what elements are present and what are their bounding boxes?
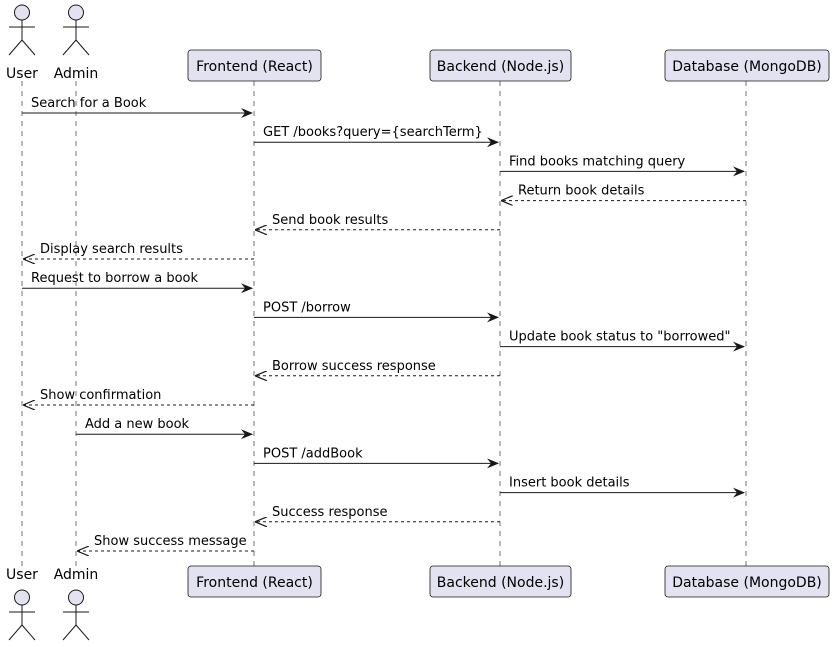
message-label: Add a new book xyxy=(85,417,190,432)
actor-leg-left xyxy=(8,624,23,641)
actor-user-top xyxy=(8,4,36,56)
message-14: Insert book details xyxy=(500,476,745,498)
message-6: Display search results xyxy=(24,242,254,259)
participant-label-database-top: Database (MongoDB) xyxy=(672,59,822,75)
message-label: Show success message xyxy=(94,534,247,549)
participant-label-user-bottom: User xyxy=(6,567,38,583)
message-label: Search for a Book xyxy=(31,96,147,111)
participant-box-database-bottom: Database (MongoDB) xyxy=(664,565,830,598)
message-13: POST /addBook xyxy=(254,446,499,469)
message-15: Success response xyxy=(256,505,500,522)
actor-admin-bottom xyxy=(62,589,90,641)
participant-label-frontend-top: Frontend (React) xyxy=(196,59,313,75)
actor-leg-left xyxy=(62,624,77,641)
participant-label-admin-top: Admin xyxy=(54,66,99,82)
message-10: Borrow success response xyxy=(256,359,500,376)
message-3: Find books matching query xyxy=(500,154,745,177)
participant-box-database-top: Database (MongoDB) xyxy=(664,49,830,82)
message-11: Show confirmation xyxy=(24,388,254,405)
participant-box-rect xyxy=(187,565,322,598)
participants-top: User Admin Frontend (React) Backend (Node.j… xyxy=(6,4,830,82)
actor-leg-right xyxy=(21,39,36,56)
message-5: Send book results xyxy=(256,213,500,230)
message-12: Add a new book xyxy=(76,417,253,440)
message-label: POST /addBook xyxy=(263,446,363,461)
message-label: GET /books?query={searchTerm} xyxy=(263,125,483,140)
message-16: Show success message xyxy=(78,534,254,551)
message-2: GET /books?query={searchTerm} xyxy=(254,125,499,148)
actor-leg-left xyxy=(62,39,77,56)
actor-head xyxy=(68,4,84,21)
participant-label-backend-bottom: Backend (Node.js) xyxy=(437,575,564,591)
message-label: Display search results xyxy=(40,242,183,257)
participant-box-backend-bottom: Backend (Node.js) xyxy=(429,565,572,598)
participant-label-user-top: User xyxy=(6,66,38,82)
actor-user-bottom xyxy=(8,589,36,641)
message-4: Return book details xyxy=(502,184,746,201)
message-label: Borrow success response xyxy=(272,359,436,374)
participant-box-backend-top: Backend (Node.js) xyxy=(429,49,572,82)
participant-label-admin-bottom: Admin xyxy=(54,567,99,583)
message-1: Search for a Book xyxy=(22,96,253,118)
participant-box-rect xyxy=(664,565,830,598)
actor-leg-right xyxy=(75,39,90,56)
participant-box-rect xyxy=(429,565,572,598)
message-label: Send book results xyxy=(272,213,388,228)
message-7: Request to borrow a book xyxy=(22,271,253,294)
participant-box-frontend-top: Frontend (React) xyxy=(187,49,322,82)
message-label: Show confirmation xyxy=(40,388,161,403)
actor-leg-left xyxy=(8,39,23,56)
message-9: Update book status to "borrowed" xyxy=(500,330,745,352)
actor-head xyxy=(14,4,30,21)
message-label: Insert book details xyxy=(509,476,630,491)
message-label: Success response xyxy=(272,505,388,520)
participant-label-frontend-bottom: Frontend (React) xyxy=(196,575,313,591)
actor-leg-right xyxy=(75,624,90,641)
message-label: Find books matching query xyxy=(509,154,686,169)
message-label: Request to borrow a book xyxy=(31,271,198,286)
actor-admin-top xyxy=(62,4,90,56)
message-label: POST /borrow xyxy=(263,300,351,315)
participant-box-rect xyxy=(187,49,322,82)
message-8: POST /borrow xyxy=(254,300,499,323)
participant-box-frontend-bottom: Frontend (React) xyxy=(187,565,322,598)
lifelines xyxy=(21,81,747,566)
actor-head xyxy=(14,589,30,606)
participant-box-rect xyxy=(429,49,572,82)
participant-label-database-bottom: Database (MongoDB) xyxy=(672,575,822,591)
message-label: Update book status to "borrowed" xyxy=(509,330,730,345)
participant-label-backend-top: Backend (Node.js) xyxy=(437,59,564,75)
actor-leg-right xyxy=(21,624,36,641)
message-label: Return book details xyxy=(518,184,645,199)
participant-box-rect xyxy=(664,49,830,82)
actor-head xyxy=(68,589,84,606)
